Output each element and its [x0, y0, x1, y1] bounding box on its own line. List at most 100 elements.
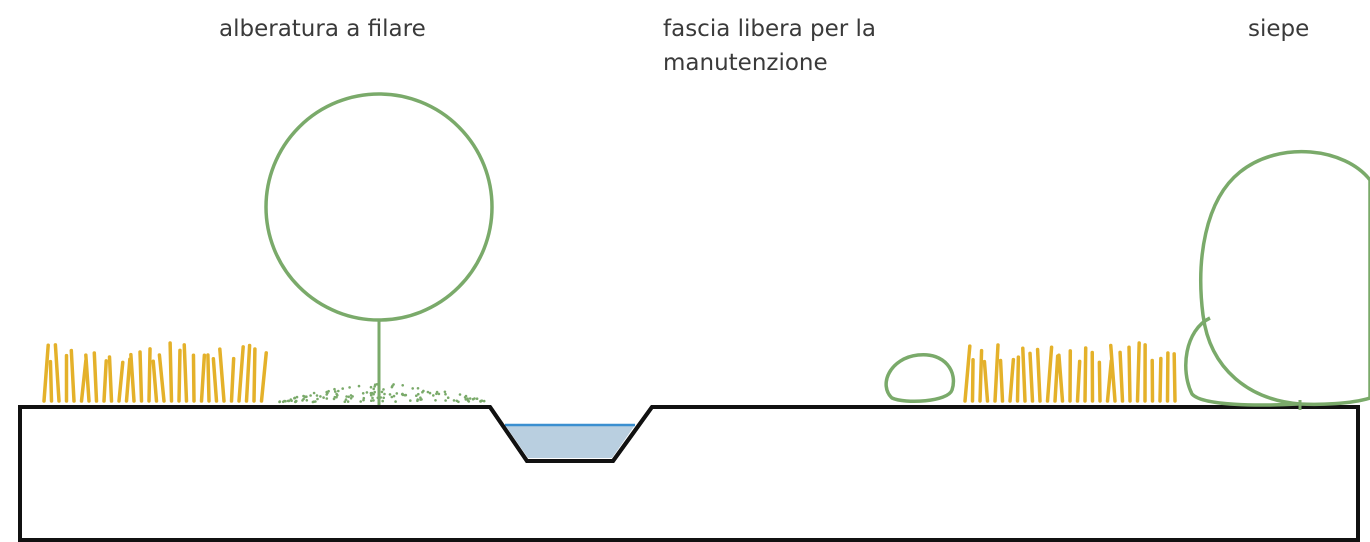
grass-blade: [138, 350, 144, 403]
gravel-dots: [278, 383, 486, 404]
gravel-dot: [464, 394, 468, 398]
gravel-dot: [362, 396, 366, 400]
gravel-dot: [382, 396, 386, 400]
row-tree: [264, 92, 494, 405]
gravel-dot: [428, 391, 432, 395]
grass-blade: [1083, 346, 1088, 403]
gravel-dot: [302, 397, 305, 401]
gravel-dot: [369, 391, 373, 395]
grass-blade: [982, 359, 990, 403]
gravel-dot: [333, 387, 336, 391]
gravel-dot: [315, 394, 319, 397]
grass-blade: [117, 360, 125, 403]
grass-blade: [102, 359, 108, 403]
gravel-dot: [316, 397, 319, 401]
gravel-dot: [437, 392, 441, 396]
grass-blade: [92, 351, 99, 403]
grass-blade: [69, 348, 76, 403]
grass-blade: [1109, 343, 1117, 403]
gravel-dot: [382, 388, 385, 391]
grass-blade: [978, 348, 984, 403]
gravel-dot: [466, 397, 469, 401]
gravel-dot: [403, 393, 407, 397]
gravel-dot: [388, 393, 392, 396]
grass-blade: [42, 343, 50, 403]
gravel-dot: [471, 397, 475, 401]
gravel-dot: [392, 394, 396, 398]
grass-blade: [147, 347, 152, 403]
grass-blade: [157, 353, 166, 403]
grass-blade: [182, 343, 189, 403]
grass-blade: [206, 353, 211, 403]
grass-blade: [211, 356, 219, 403]
grass-blade: [1127, 345, 1132, 403]
maintenance-strip-label-line-2: manutenzione: [663, 50, 828, 76]
gravel-dot: [434, 399, 437, 402]
gravel-dot: [346, 400, 350, 403]
gravel-dot: [357, 384, 361, 388]
gravel-dot: [482, 399, 486, 403]
grass-blade: [177, 348, 182, 403]
grass-blade: [259, 351, 268, 403]
grass-blade: [129, 352, 136, 403]
grass-blade: [1057, 353, 1065, 403]
grass-blade: [124, 357, 132, 403]
gravel-dot: [309, 394, 312, 397]
grass-blade: [1158, 356, 1163, 403]
grass-blade: [48, 359, 54, 403]
gravel-dot: [395, 392, 399, 395]
ground-section: [18, 405, 1360, 542]
maintenance-strip-label-line-1: fascia libera per la: [663, 16, 877, 42]
gravel-dot: [344, 398, 348, 401]
gravel-dot: [457, 400, 460, 404]
hedge-large-mass: [1199, 149, 1370, 407]
ditch-water: [505, 425, 635, 458]
grass-blade: [53, 343, 61, 403]
gravel-dot: [343, 400, 347, 404]
gravel-dot: [409, 399, 412, 402]
gravel-dot: [373, 390, 377, 394]
gravel-dot: [349, 394, 353, 397]
gravel-dot: [444, 399, 447, 402]
gravel-dot: [334, 390, 337, 393]
gravel-dot: [446, 396, 450, 400]
grass-blade: [84, 353, 91, 403]
gravel-dot: [347, 395, 351, 399]
gravel-dot: [325, 393, 329, 396]
grass-blade: [244, 343, 252, 403]
grass-blade: [1021, 346, 1027, 403]
gravel-dot: [372, 387, 376, 391]
gravel-dot: [370, 399, 373, 403]
gravel-dot: [359, 400, 363, 403]
hedge-small-mass: [1184, 316, 1299, 407]
gravel-dot: [369, 394, 373, 397]
gravel-dot: [361, 392, 365, 395]
tree-row-label: alberatura a filare: [219, 12, 426, 46]
gravel-dot: [376, 396, 380, 400]
gravel-dot: [304, 395, 308, 399]
gravel-dot: [392, 383, 395, 386]
gravel-dot: [371, 396, 374, 400]
gravel-dot: [278, 400, 282, 403]
grass-blade: [168, 341, 174, 403]
grass-blade: [1045, 345, 1054, 403]
gravel-dot: [378, 393, 381, 396]
gravel-dot: [458, 393, 462, 396]
tree-row-label-text: alberatura a filare: [219, 16, 426, 42]
gravel-dot: [348, 386, 351, 389]
tree-crown: [264, 92, 494, 322]
grass-blade: [199, 353, 207, 403]
gravel-dot: [480, 399, 484, 403]
hedge-label: siepe: [1248, 12, 1309, 46]
grass-blade: [1118, 350, 1125, 403]
grass-blade: [998, 358, 1005, 403]
gravel-dot: [349, 397, 353, 400]
gravel-dot: [341, 387, 345, 390]
gravel-dot: [443, 390, 447, 394]
grass-right: [963, 341, 1177, 403]
gravel-dot: [287, 399, 291, 403]
grass-blade: [970, 357, 975, 403]
hedge-label-text: siepe: [1248, 16, 1310, 42]
gravel-dot: [289, 398, 293, 401]
gravel-dot: [452, 399, 456, 402]
